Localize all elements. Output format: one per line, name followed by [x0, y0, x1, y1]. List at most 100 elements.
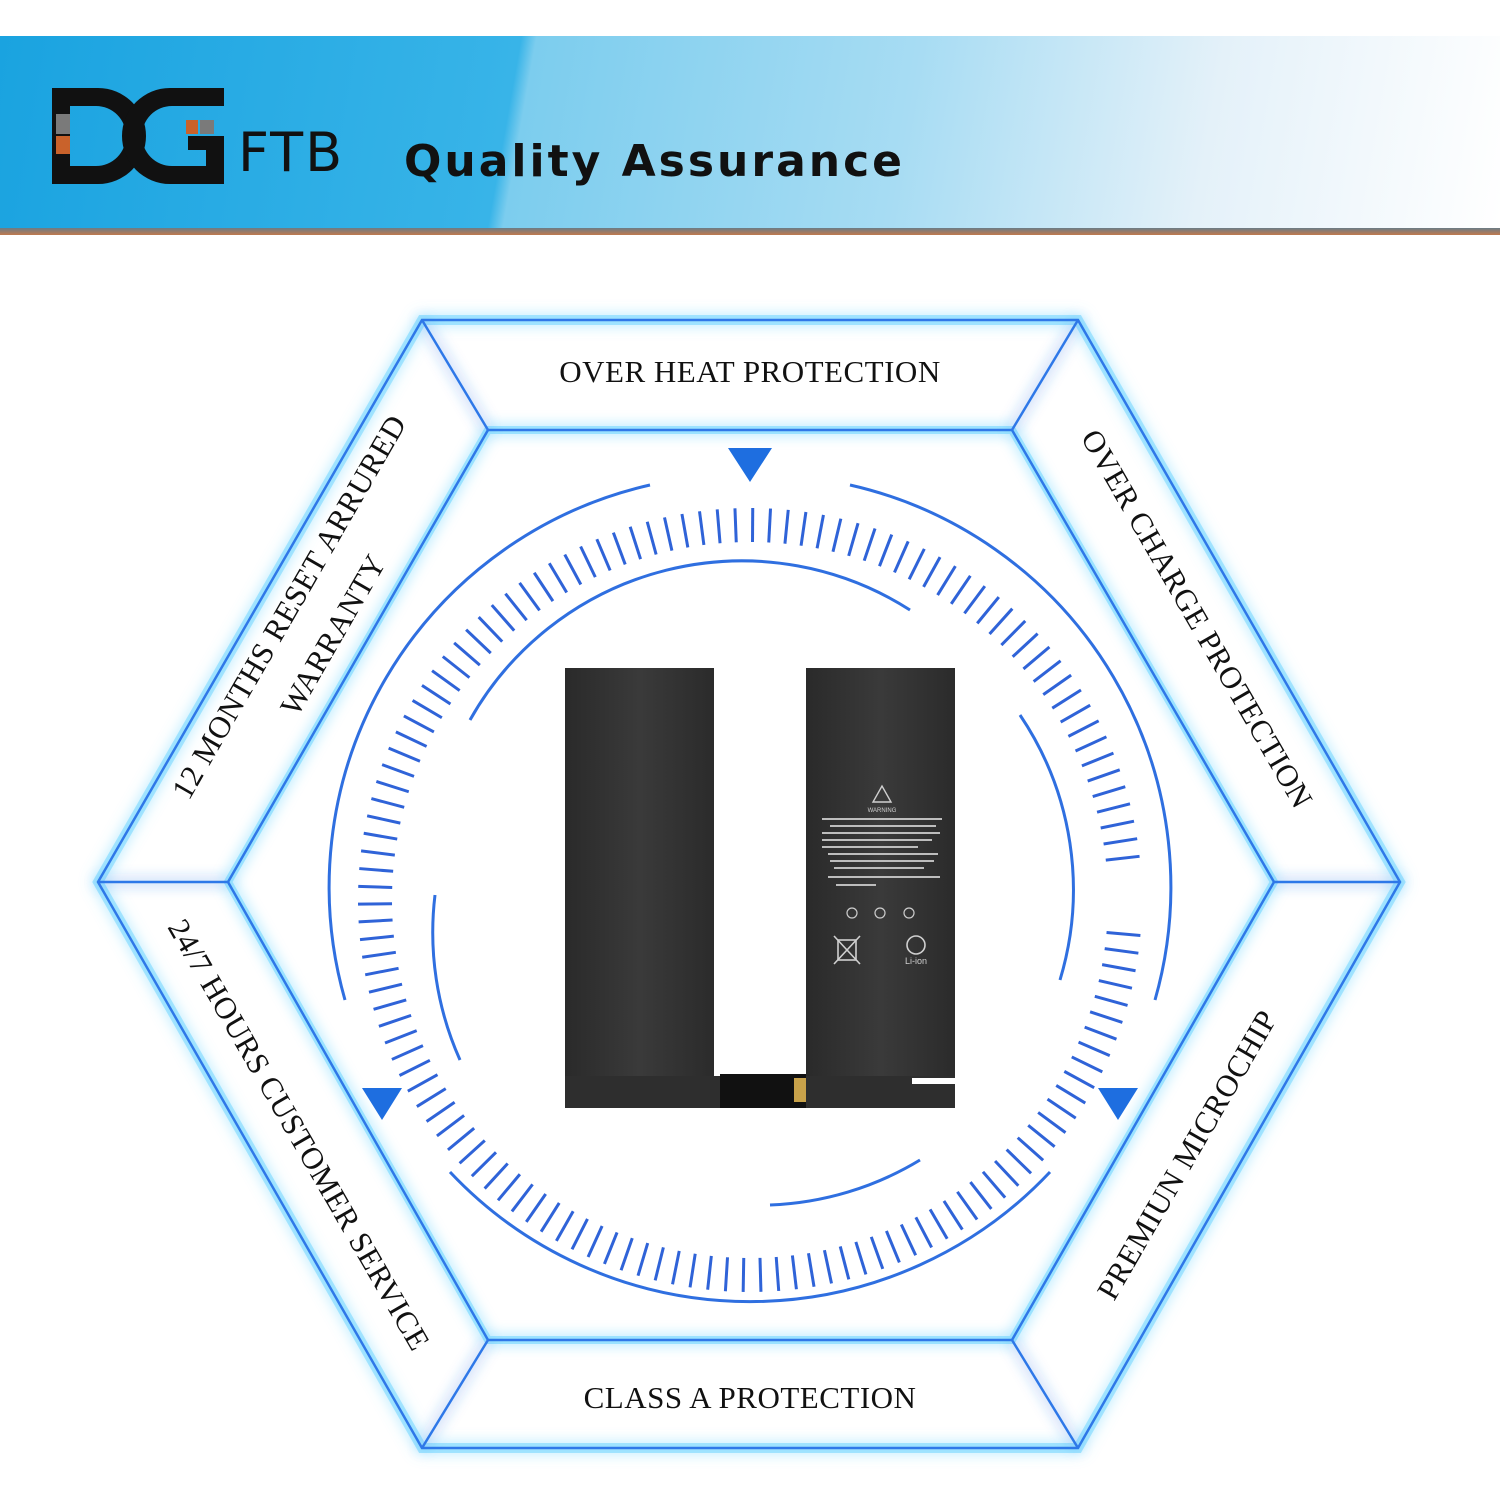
tick-mark [504, 592, 528, 622]
tick-mark [928, 1208, 949, 1240]
tick-mark [570, 1218, 589, 1250]
tick-mark [862, 527, 877, 562]
tick-mark [555, 1210, 575, 1242]
tick-mark [370, 797, 405, 809]
tick-mark [416, 1087, 447, 1108]
feature-class-a: CLASS A PROTECTION [584, 1380, 917, 1415]
tick-mark [1042, 673, 1072, 696]
tick-mark [1081, 751, 1115, 768]
header-banner [0, 36, 1500, 228]
tick-mark [1071, 1055, 1103, 1074]
tick-mark [671, 1250, 681, 1285]
tick-mark [595, 538, 612, 572]
tick-mark [942, 1200, 964, 1231]
tick-mark [1000, 619, 1027, 647]
tick-mark [1104, 947, 1139, 955]
tick-mark [368, 982, 403, 994]
tick-mark [388, 746, 421, 763]
tick-mark [361, 950, 397, 959]
tick-mark [1032, 659, 1062, 683]
tick-mark [586, 1225, 604, 1258]
tick-mark [483, 1162, 509, 1190]
tick-mark [956, 1190, 979, 1221]
tick-mark [465, 628, 492, 655]
tick-mark [1046, 1097, 1077, 1120]
tick-mark [358, 918, 393, 924]
tick-mark [1100, 819, 1135, 830]
tick-mark [1027, 1124, 1056, 1148]
tick-mark [1067, 719, 1100, 738]
top-arrow-icon [728, 448, 772, 482]
tick-mark [1063, 1070, 1095, 1089]
feature-customer-service: 24/7 HOURS CUSTOMER SERVICE [161, 913, 437, 1356]
tick-mark [1098, 979, 1133, 990]
tick-mark [715, 509, 722, 544]
outer-hexagon [96, 318, 1402, 1450]
tick-mark [969, 1181, 993, 1210]
tick-mark [1089, 1010, 1123, 1024]
tick-mark [758, 1257, 763, 1292]
tick-mark [547, 562, 568, 594]
tick-mark [425, 1101, 456, 1123]
left-arrow-icon [362, 1088, 402, 1120]
brand-name: FTB [238, 121, 345, 184]
dg-logo [52, 88, 224, 184]
tick-mark [407, 1073, 439, 1093]
tick-mark [878, 533, 894, 567]
tick-mark [373, 998, 407, 1011]
tick-mark [359, 934, 394, 942]
tick-mark [869, 1236, 885, 1270]
tick-mark [1105, 854, 1140, 862]
tick-mark [723, 1257, 730, 1292]
tick-mark [774, 1256, 781, 1292]
tick-mark [477, 616, 504, 643]
decorative-arcs [327, 483, 1173, 1304]
tick-mark [636, 1242, 650, 1277]
tick-mark [532, 571, 555, 602]
tick-mark [1037, 1111, 1067, 1134]
tick-mark [783, 509, 790, 544]
segment-dividers [98, 319, 1400, 1449]
tick-mark [363, 831, 398, 841]
tick-mark [663, 517, 674, 551]
tick-mark [680, 513, 690, 548]
tick-mark [1106, 930, 1141, 938]
tick-mark [1051, 688, 1082, 710]
tick-mark [458, 1139, 486, 1165]
tick-ring [358, 507, 1141, 1292]
tick-mark [1087, 768, 1121, 783]
tick-mark [822, 1249, 833, 1284]
tick-mark [619, 1237, 634, 1271]
tick-mark [441, 655, 471, 679]
tick-mark [847, 522, 860, 557]
tick-mark [1077, 1040, 1111, 1058]
tick-mark [893, 540, 910, 574]
tick-mark [1016, 1136, 1045, 1162]
tick-mark [733, 508, 738, 543]
tick-mark [1092, 785, 1126, 798]
battery-chem-label: Li-ion [905, 956, 927, 966]
tick-mark [539, 1202, 561, 1233]
tick-mark [378, 1013, 412, 1028]
tick-mark [831, 518, 843, 553]
tick-mark [1094, 994, 1128, 1007]
tick-mark [359, 867, 394, 873]
tick-mark [398, 1058, 431, 1077]
tick-mark [1022, 645, 1051, 671]
tick-mark [603, 1231, 619, 1265]
tick-mark [790, 1255, 798, 1290]
tick-mark [358, 884, 393, 890]
tick-mark [963, 585, 987, 615]
tick-mark [653, 1247, 665, 1281]
tick-mark [936, 565, 957, 596]
battery-image: WARNING Li-ion [565, 668, 956, 1108]
tick-mark [1101, 963, 1136, 973]
tick-mark [706, 1255, 713, 1290]
feature-warranty-line1: 12 MONTHS RESET ARRURED [164, 409, 413, 805]
tick-mark [496, 1173, 522, 1202]
tick-mark [981, 1170, 1007, 1199]
tick-mark [366, 814, 401, 825]
tick-mark [993, 1159, 1020, 1187]
tick-mark [885, 1230, 901, 1263]
